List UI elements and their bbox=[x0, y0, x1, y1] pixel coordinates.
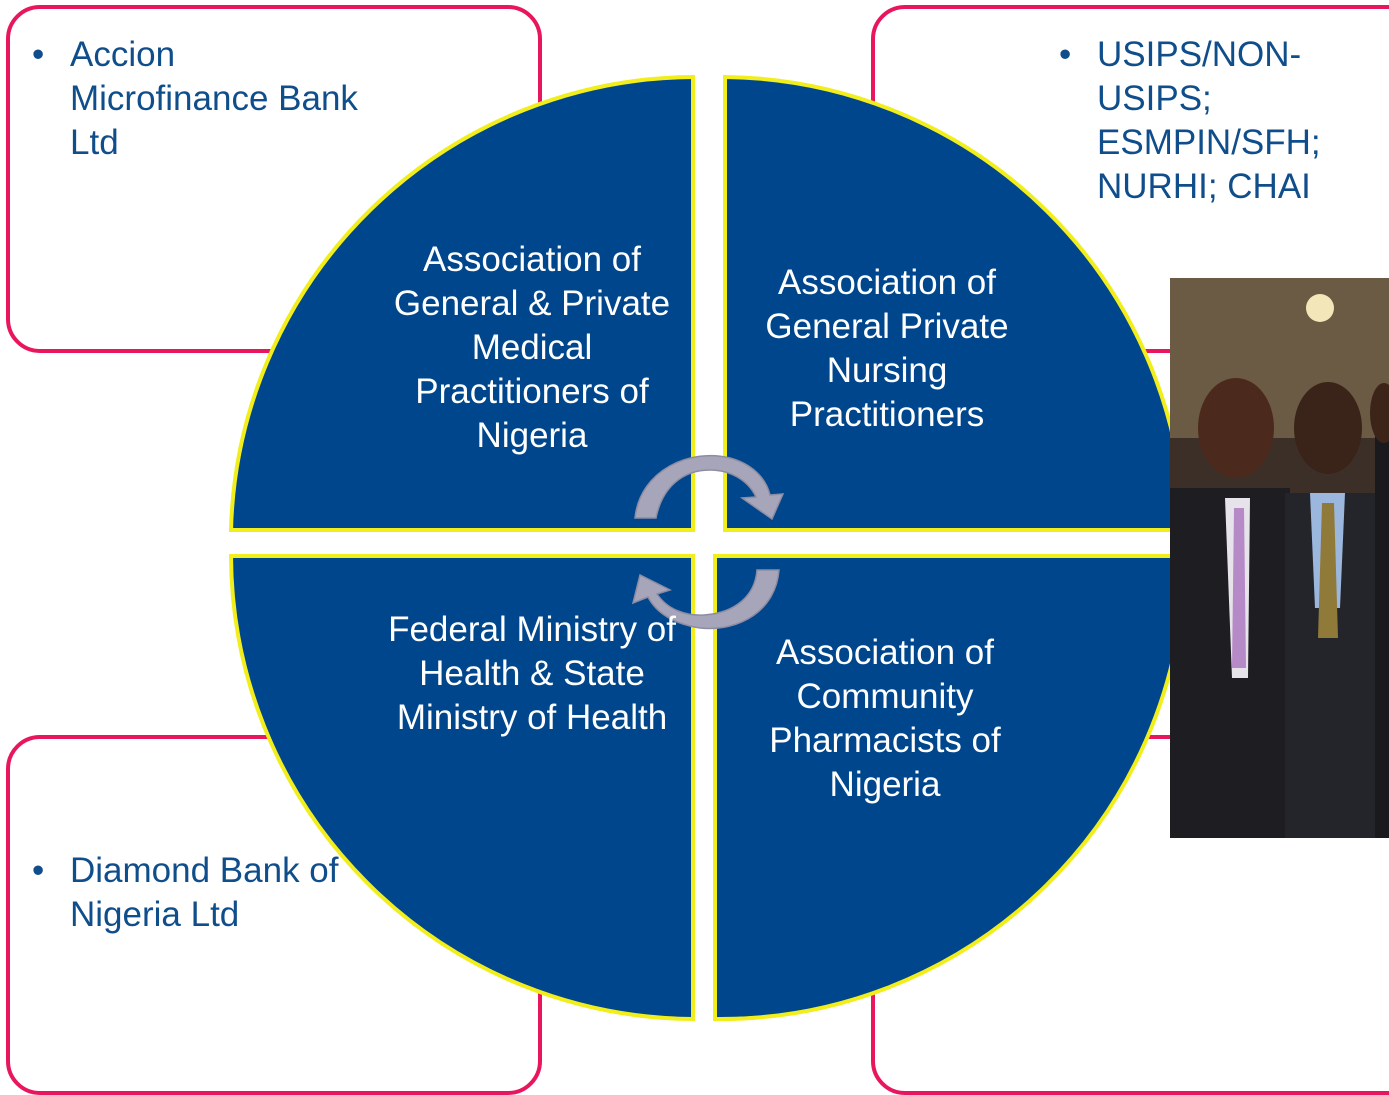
quadrant-bottom-left bbox=[228, 554, 695, 1022]
partner-list-top-left: Accion Microfinance Bank Ltd bbox=[30, 33, 360, 165]
quadrant-label-medical-practitioners: Association of General & Private Medical… bbox=[393, 240, 671, 455]
partner-item-usips: USIPS/NON-USIPS; ESMPIN/SFH; NURHI; CHAI bbox=[1057, 33, 1387, 209]
quadrant-top-left bbox=[228, 74, 695, 532]
partner-item-accion: Accion Microfinance Bank Ltd bbox=[30, 33, 360, 165]
circular-arrows-icon bbox=[631, 454, 785, 630]
partner-list-bottom-left: Diamond Bank of Nigeria Ltd bbox=[30, 849, 390, 937]
quadrant-label-nursing-practitioners: Association of General Private Nursing P… bbox=[765, 263, 1009, 434]
quadrant-label-ministry-of-health: Federal Ministry of Health & State Minis… bbox=[388, 610, 676, 737]
partner-list-top-right: USIPS/NON-USIPS; ESMPIN/SFH; NURHI; CHAI bbox=[1057, 33, 1387, 209]
partner-item-diamond: Diamond Bank of Nigeria Ltd bbox=[30, 849, 390, 937]
quadrant-label-community-pharmacists: Association of Community Pharmacists of … bbox=[769, 633, 1001, 804]
group-photo bbox=[1170, 278, 1389, 838]
